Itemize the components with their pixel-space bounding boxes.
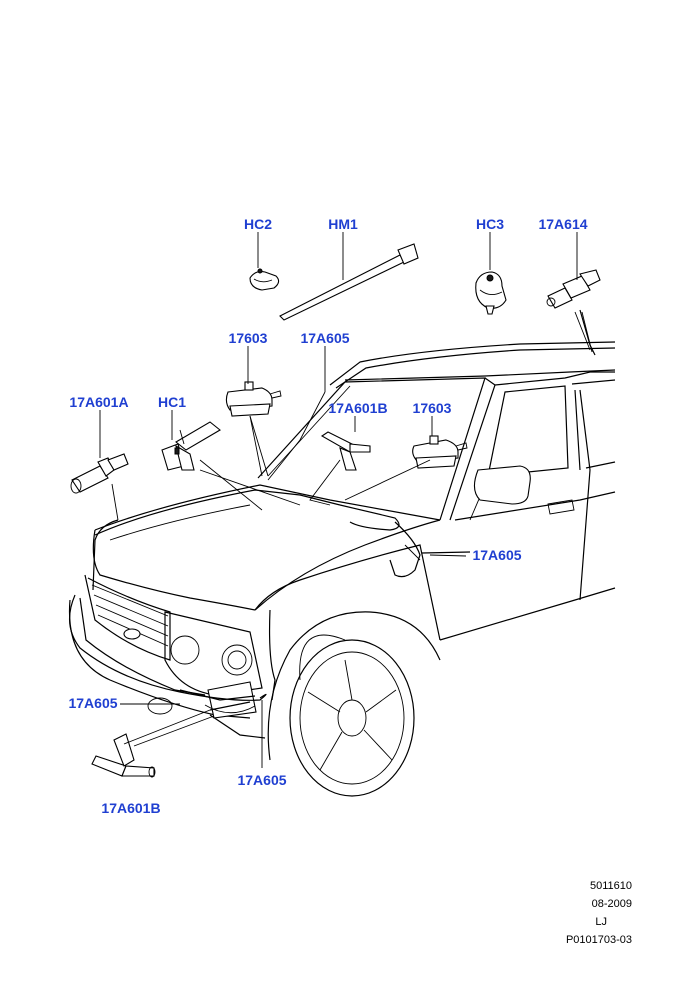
y-connector-17a601b-bottom [91, 733, 156, 778]
callout-17603-left: 17603 [229, 330, 268, 346]
callout-17a601a: 17A601A [69, 394, 128, 410]
connector-17a614 [546, 269, 601, 309]
callout-hc2: HC2 [244, 216, 272, 232]
callout-17a614: 17A614 [538, 216, 587, 232]
callout-hm1: HM1 [328, 216, 358, 232]
drawing-number: 5011610 [589, 880, 632, 892]
hc2-clip [249, 268, 280, 291]
callout-17a605-left: 17A605 [68, 695, 117, 711]
callout-17a601b-bottom: 17A601B [101, 800, 160, 816]
connector-17a601a [70, 453, 129, 494]
hc3-clip [475, 271, 507, 315]
washer-jet-17603-left [225, 381, 282, 417]
callout-17a605-top: 17A605 [300, 330, 349, 346]
callout-hc3: HC3 [476, 216, 504, 232]
leader-lines [99, 232, 593, 768]
callout-17a605-right: 17A605 [472, 547, 521, 563]
callout-17a605-bottom: 17A605 [237, 772, 286, 788]
callout-17a601b-top: 17A601B [328, 400, 387, 416]
drawing-date: 08-2009 [591, 898, 632, 910]
drawing-code: LJ [595, 916, 607, 928]
callout-hc1: HC1 [158, 394, 186, 410]
washer-hose-routing [69, 309, 596, 711]
hc1-bracket [161, 421, 221, 471]
callout-labels: HC2 HM1 HC3 17A614 17603 17A605 17A601A … [68, 216, 587, 816]
y-connector-17a601b-top [320, 431, 371, 471]
callout-17603-right: 17603 [413, 400, 452, 416]
illustration-reference: P0101703-03 [565, 934, 632, 946]
hm1-cable-tie [279, 243, 419, 321]
washer-jet-17603-right [412, 435, 468, 469]
vehicle-illustration [68, 341, 616, 797]
